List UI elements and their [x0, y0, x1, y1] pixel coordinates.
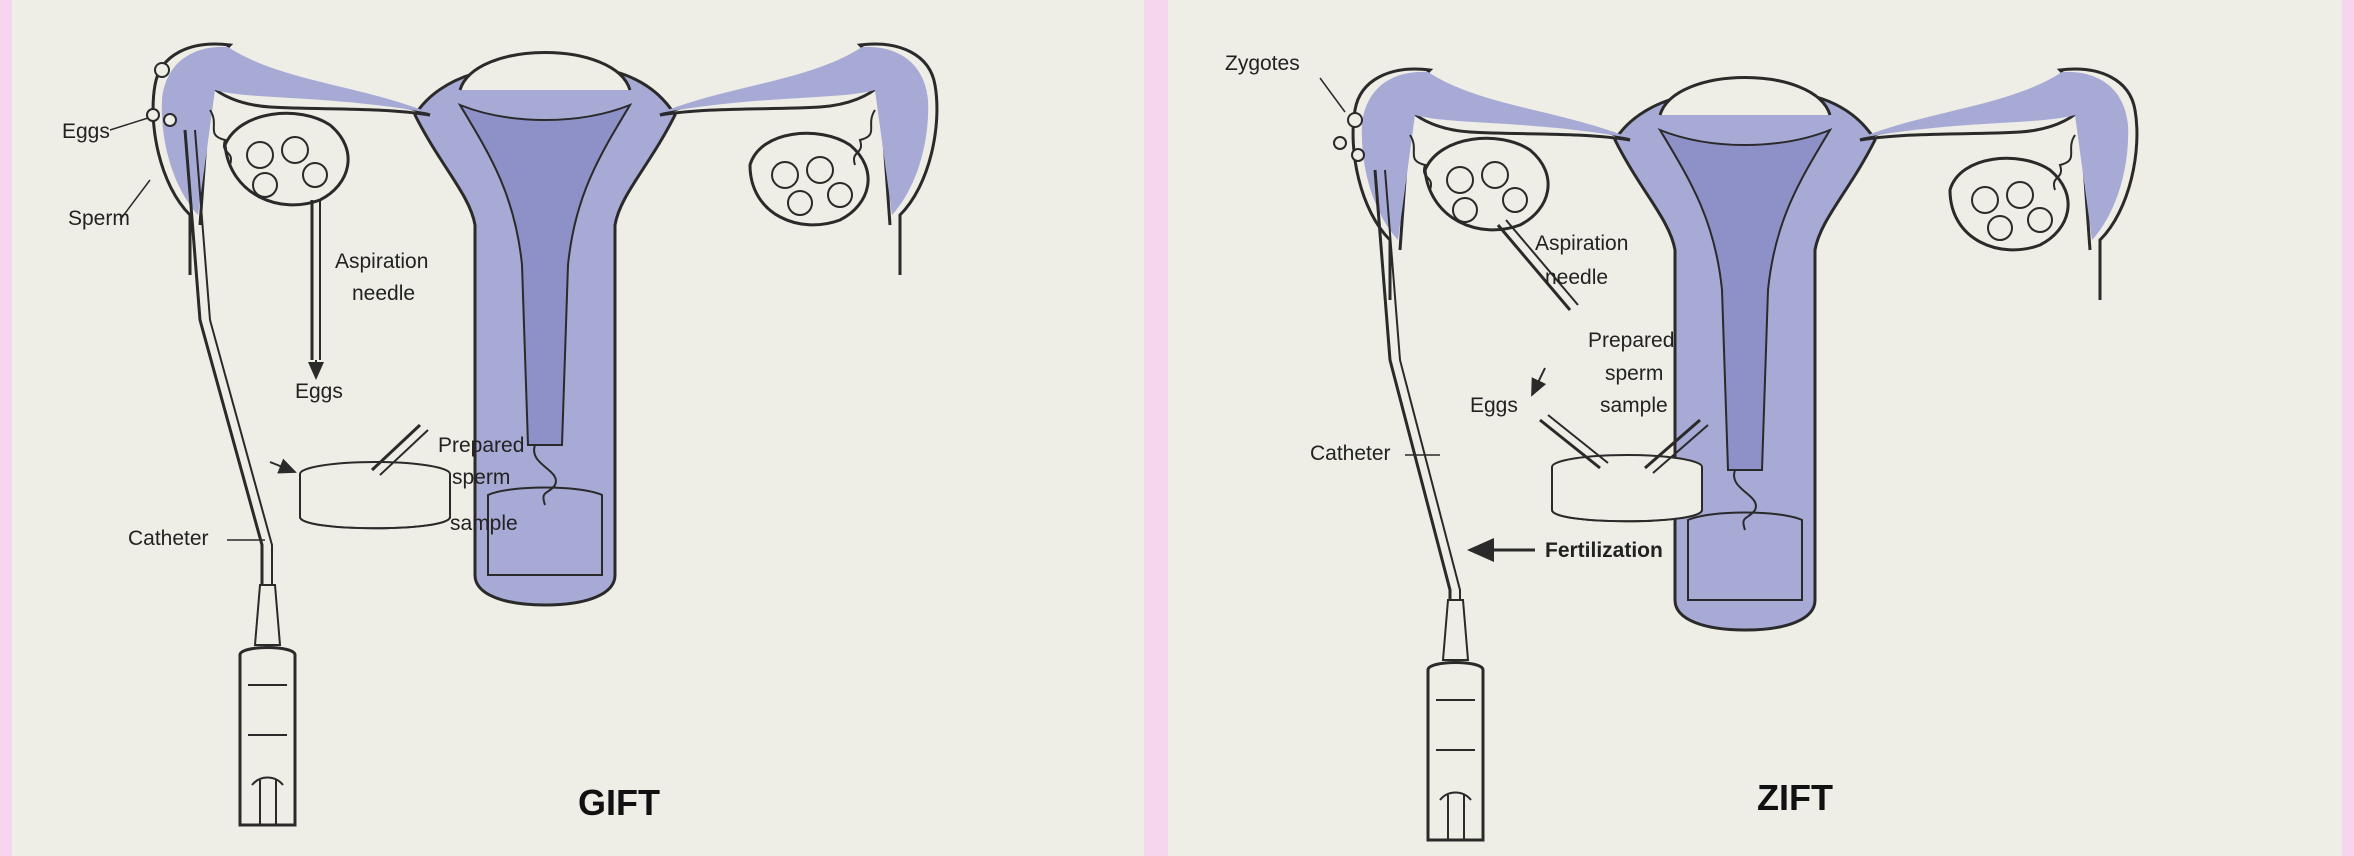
zift-catheter-line	[1375, 170, 1450, 630]
gift-reproductive-tract	[153, 44, 937, 605]
gift-title: GIFT	[578, 782, 660, 823]
gift-label-eggs-mid: Eggs	[295, 380, 343, 403]
zift-label-catheter: Catheter	[1310, 442, 1391, 465]
gift-label-aspiration: Aspiration	[335, 250, 428, 273]
gift-label-sample: sample	[450, 512, 518, 535]
gift-label-eggs-top: Eggs	[62, 120, 110, 143]
gift-sperm-dish	[300, 462, 450, 528]
zift-zygotes-in-tube	[1334, 113, 1364, 161]
gift-label-needle: needle	[352, 282, 415, 305]
gift-label-sperm: Sperm	[68, 207, 130, 230]
zift-label-sperm-word: sperm	[1605, 362, 1663, 385]
zift-diagram: Zygotes Aspiration needle Prepared sperm…	[1225, 52, 2137, 840]
zift-label-aspiration: Aspiration	[1535, 232, 1628, 255]
zift-culture-dish	[1552, 455, 1702, 521]
gift-label-catheter: Catheter	[128, 527, 209, 550]
zift-label-prepared: Prepared	[1588, 329, 1674, 352]
zift-label-needle: needle	[1545, 266, 1608, 289]
gift-syringe	[240, 585, 295, 825]
zift-label-sample: sample	[1600, 394, 1668, 417]
zift-label-fertilization: Fertilization	[1545, 539, 1663, 562]
zift-label-eggs: Eggs	[1470, 394, 1518, 417]
zift-reproductive-tract	[1353, 69, 2137, 630]
zift-title: ZIFT	[1757, 777, 1833, 818]
gift-diagram: Eggs Sperm Aspiration needle Eggs Prepar…	[62, 44, 937, 825]
zift-label-zygotes: Zygotes	[1225, 52, 1300, 75]
gift-label-prepared: Prepared	[438, 434, 524, 457]
zift-syringe	[1428, 600, 1483, 840]
gift-label-sperm-word: sperm	[452, 466, 510, 489]
